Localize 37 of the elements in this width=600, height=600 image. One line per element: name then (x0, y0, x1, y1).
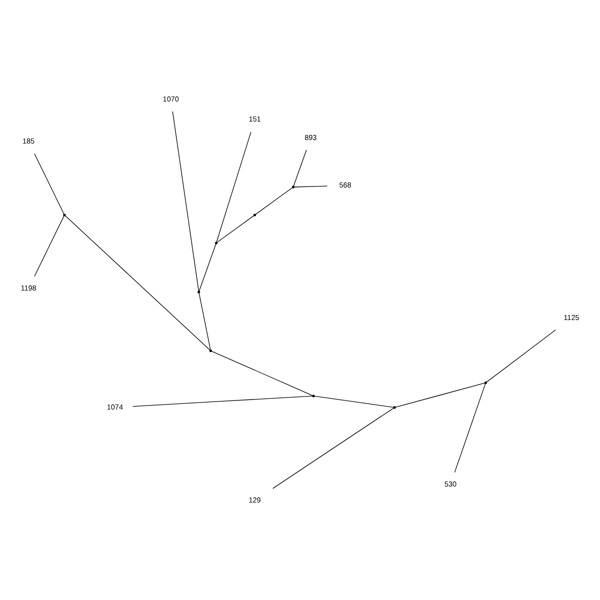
node-text: 185 (22, 136, 35, 146)
node-text: 1198 (20, 283, 36, 292)
node-point (484, 382, 487, 384)
node-point (312, 394, 315, 398)
node-text: 1125 (564, 312, 580, 322)
node-text: 1070 (162, 94, 179, 104)
connector (216, 215, 254, 243)
node-point (292, 186, 295, 188)
connector (132, 396, 313, 407)
node-point (209, 349, 212, 352)
node-point (393, 406, 396, 409)
node-text: 1074 (106, 402, 124, 412)
node-text: 893 (304, 132, 317, 142)
node-text: 568 (339, 180, 352, 190)
connector (198, 292, 211, 350)
connector (314, 396, 394, 408)
node-text: 151 (248, 114, 261, 124)
connector (34, 216, 64, 277)
node-text: 129 (248, 495, 261, 504)
node-point (198, 290, 200, 294)
connector (216, 132, 252, 242)
node-point (253, 214, 256, 216)
connector (293, 150, 307, 186)
connector (294, 186, 328, 188)
connector (34, 153, 64, 214)
connector (198, 244, 216, 292)
connector (255, 187, 293, 215)
node-text: 530 (444, 479, 457, 488)
connector (486, 330, 556, 382)
node-point (63, 214, 66, 216)
connector (211, 350, 313, 396)
connector (64, 215, 210, 350)
connector (454, 384, 486, 473)
connector (395, 382, 485, 408)
connector (172, 111, 199, 292)
connector (272, 408, 394, 489)
node-point (214, 242, 218, 244)
